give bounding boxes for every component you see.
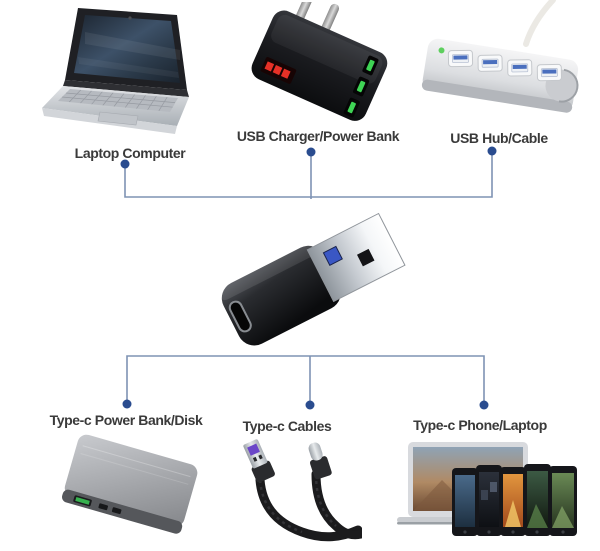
top-dot-charger xyxy=(306,147,316,157)
label-type-c-phone-laptop: Type-c Phone/Laptop xyxy=(413,417,547,433)
label-usb-charger-power-bank: USB Charger/Power Bank xyxy=(236,128,400,144)
type-c-cables-image xyxy=(222,434,362,551)
usb-a-cable xyxy=(243,439,362,542)
laptop-computer-image xyxy=(28,2,200,142)
eu-plug-pin xyxy=(321,3,340,33)
power-bank-body xyxy=(62,434,198,534)
hub-body xyxy=(421,38,579,113)
label-usb-hub-cable: USB Hub/Cable xyxy=(450,130,548,146)
bottom-dot-powerbank xyxy=(122,399,132,409)
eu-plug-pin xyxy=(295,2,314,21)
charger-led-display xyxy=(260,57,297,84)
bottom-dot-cables xyxy=(305,400,315,410)
hub-led xyxy=(438,47,445,54)
hub-cable xyxy=(523,0,556,47)
label-type-c-cables: Type-c Cables xyxy=(242,418,332,434)
charger-body xyxy=(251,2,388,121)
power-bank-ports xyxy=(73,495,122,515)
laptop-base xyxy=(42,80,189,134)
type-c-power-bank-image xyxy=(54,426,206,546)
bottom-dot-phone xyxy=(479,400,489,410)
usb-a-plug xyxy=(306,212,406,303)
usb-a-to-type-c-adapter-image xyxy=(210,202,410,352)
laptop-lid xyxy=(65,8,187,90)
hub-usb-ports xyxy=(447,49,562,82)
usb-c-cable xyxy=(308,442,362,540)
label-type-c-power-bank-disk: Type-c Power Bank/Disk xyxy=(49,412,203,428)
phones xyxy=(452,464,577,536)
top-dot-hub xyxy=(487,146,497,156)
label-laptop-computer: Laptop Computer xyxy=(74,145,186,161)
type-c-phone-laptop-image xyxy=(396,438,588,543)
adapter-body xyxy=(218,212,406,346)
type-c-port xyxy=(228,300,252,333)
usb-hub-image xyxy=(412,0,590,135)
bottom-bracket-line xyxy=(126,355,485,405)
charger-usb-ports xyxy=(343,55,379,118)
laptop-trackpad xyxy=(97,111,139,126)
usb-charger-image xyxy=(226,2,398,124)
